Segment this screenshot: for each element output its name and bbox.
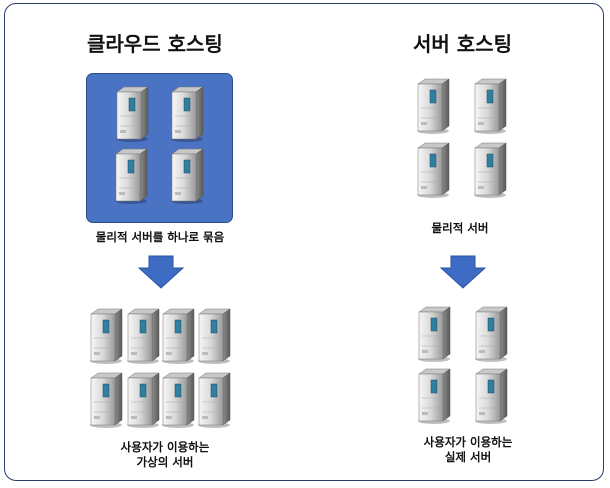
cloud-result-label-line2: 가상의 서버 (136, 455, 194, 469)
cloud-group-label: 물리적 서버를 하나로 묶음 (95, 230, 225, 244)
server-icon (416, 142, 450, 198)
server-icon (89, 308, 123, 364)
server-result-label: 사용자가 이용하는 실제 서버 (393, 435, 543, 465)
server-icon (126, 308, 160, 364)
server-icon (417, 368, 451, 424)
down-arrow-icon (440, 255, 486, 289)
server-icon (417, 306, 451, 362)
server-icon (126, 372, 160, 428)
server-icon (89, 372, 123, 428)
down-arrow-icon (138, 255, 184, 289)
server-icon (170, 148, 204, 204)
server-icon (473, 78, 507, 134)
server-icon (473, 142, 507, 198)
server-icon (115, 86, 149, 142)
cloud-result-label: 사용자가 이용하는 가상의 서버 (90, 440, 240, 470)
cloud-result-label-line1: 사용자가 이용하는 (120, 440, 210, 454)
server-icon (114, 148, 148, 204)
server-icon (197, 308, 231, 364)
server-icon (416, 78, 450, 134)
physical-server-label: 물리적 서버 (431, 221, 489, 235)
cloud-server-group-box (86, 73, 233, 223)
cloud-hosting-title: 클라우드 호스팅 (87, 32, 223, 56)
server-result-label-line1: 사용자가 이용하는 (423, 435, 513, 449)
server-icon (161, 372, 195, 428)
server-icon (170, 86, 204, 142)
server-icon (474, 306, 508, 362)
server-icon (474, 368, 508, 424)
server-hosting-title: 서버 호스팅 (413, 32, 512, 56)
server-icon (161, 308, 195, 364)
server-icon (197, 372, 231, 428)
server-result-label-line2: 실제 서버 (444, 450, 492, 464)
